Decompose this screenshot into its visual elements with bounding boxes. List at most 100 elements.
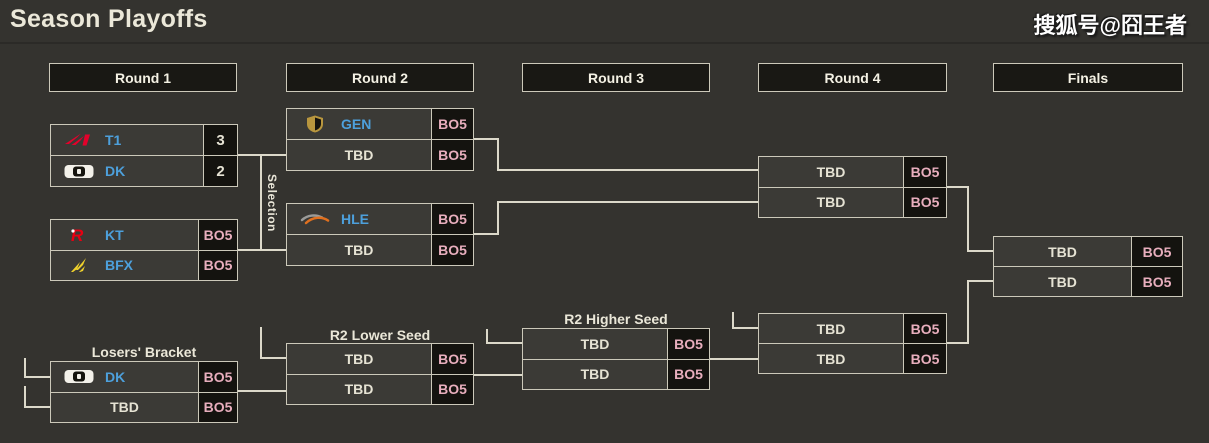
team-row-bfx: BFX BO5 [51,249,237,280]
team-name: TBD [816,350,846,367]
connector-line [24,406,50,408]
match-r2-gen[interactable]: GEN BO5 TBD BO5 [286,108,474,171]
team-name: TBD [1048,243,1077,260]
team-name: TBD [110,399,139,416]
match-r2-higher-seed[interactable]: TBD BO5 TBD BO5 [522,328,710,390]
team-row-tbd: TBD BO5 [51,391,237,422]
score-cell: BO5 [431,344,473,374]
t1-logo-icon [61,132,97,148]
team-row-tbd: TBD BO5 [287,344,473,374]
connector-line [947,342,969,344]
watermark: 搜狐号@囧王者 [1033,13,1187,38]
bfx-logo-icon [61,257,97,273]
team-name: T1 [105,132,122,148]
connector-line [497,169,758,171]
connector-line [24,386,26,408]
dk-logo-icon [61,164,97,179]
match-r2-hle[interactable]: HLE BO5 TBD BO5 [286,203,474,266]
team-name: TBD [580,366,610,383]
team-row-hle: HLE BO5 [287,204,473,234]
score-cell: BO5 [431,235,473,265]
team-row-dk: DK BO5 [51,362,237,392]
score-cell: BO5 [198,250,237,280]
round-header-4: Round 4 [758,63,947,92]
title-separator [0,42,1209,44]
connector-line [474,374,522,376]
kt-logo-icon: R [61,226,97,244]
team-row-tbd: TBD BO5 [759,157,946,187]
connector-line [497,201,499,235]
connector-line [24,358,26,378]
connector-line [497,138,499,171]
team-name: TBD [816,320,846,337]
losers-bracket-label: Losers' Bracket [91,344,197,360]
team-row-tbd: TBD BO5 [287,373,473,404]
gen-logo-icon [297,115,333,133]
team-row-t1: T1 3 [51,125,237,155]
connector-line [732,312,734,329]
connector-line [710,358,758,360]
team-name: HLE [341,211,369,227]
team-name: TBD [816,163,846,180]
round-header-finals: Finals [993,63,1183,92]
team-name: GEN [341,116,372,132]
connector-line [967,280,969,344]
score-cell: BO5 [903,344,946,373]
score-cell: BO5 [903,157,946,187]
team-row-dk: DK 2 [51,155,237,186]
page-title: Season Playoffs [10,5,208,33]
connector-line [967,280,994,282]
match-r2-lower-seed[interactable]: TBD BO5 TBD BO5 [286,343,474,405]
team-name: KT [105,226,124,243]
match-losers-dk[interactable]: DK BO5 TBD BO5 [50,361,238,423]
connector-line [947,186,969,188]
score-cell: BO5 [431,374,473,404]
team-row-tbd: TBD BO5 [994,266,1182,296]
connector-line [474,233,499,235]
score-cell: BO5 [903,314,946,343]
score-cell: BO5 [431,140,473,170]
team-name: TBD [344,242,374,258]
score-cell: BO5 [431,204,473,234]
score-cell: 3 [203,125,237,155]
connector-line [24,376,50,378]
score-cell: BO5 [667,329,709,359]
team-row-tbd: TBD BO5 [287,139,473,170]
round-header-1: Round 1 [49,63,237,92]
round-header-2: Round 2 [286,63,474,92]
r2-lower-seed-label: R2 Lower Seed [329,327,431,343]
score-cell: BO5 [903,187,946,217]
team-row-kt: R KT BO5 [51,220,237,250]
team-name: DK [105,368,126,385]
svg-text:R: R [71,226,84,244]
team-name: TBD [344,147,374,163]
r2-higher-seed-label: R2 Higher Seed [564,311,668,327]
team-name: TBD [344,350,374,367]
connector-line-selection [260,154,262,251]
team-name: DK [105,163,126,179]
connector-line [260,327,262,359]
match-r4-lower[interactable]: TBD BO5 TBD BO5 [758,313,947,374]
team-name: TBD [580,335,610,352]
match-r1-t1-dk[interactable]: T1 3 DK 2 [50,124,238,187]
match-r4-upper[interactable]: TBD BO5 TBD BO5 [758,156,947,218]
hle-logo-icon [297,212,333,226]
score-cell: BO5 [198,392,237,422]
connector-line [474,138,499,140]
team-row-tbd: TBD BO5 [994,237,1182,266]
score-cell: BO5 [1131,267,1182,296]
team-row-tbd: TBD BO5 [523,358,709,389]
team-row-tbd: TBD BO5 [759,314,946,343]
connector-line [260,357,286,359]
team-row-tbd: TBD BO5 [287,234,473,265]
connector-line [486,329,488,344]
team-row-tbd: TBD BO5 [523,329,709,359]
match-finals[interactable]: TBD BO5 TBD BO5 [993,236,1183,297]
connector-line [238,390,286,392]
team-name: TBD [1048,273,1077,290]
score-cell: 2 [203,156,237,186]
match-r1-kt-bfx[interactable]: R KT BO5 BFX BO5 [50,219,238,281]
connector-line [238,154,287,156]
connector-line [967,250,994,252]
selection-label: Selection [265,174,279,232]
